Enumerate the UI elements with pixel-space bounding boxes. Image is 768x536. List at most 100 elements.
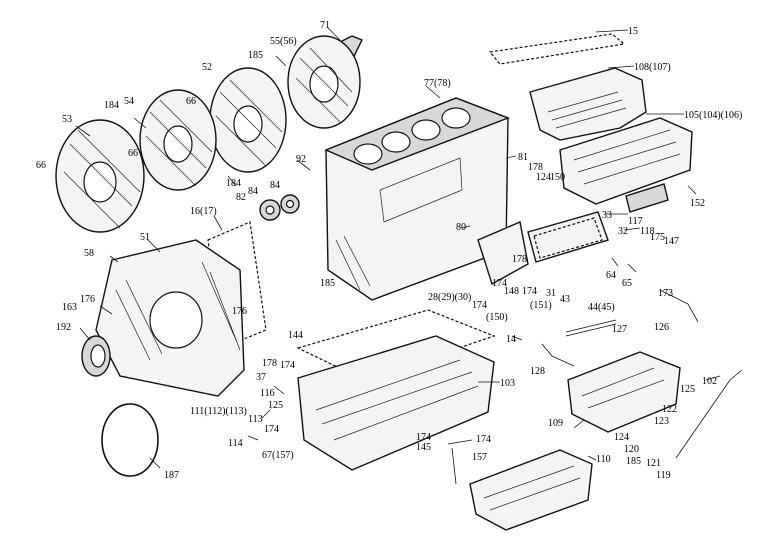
callout-128: 128 bbox=[530, 366, 545, 377]
callout-54: 54 bbox=[124, 96, 134, 107]
callout-184: 184 bbox=[104, 100, 119, 111]
part-cover-55 bbox=[287, 35, 361, 129]
callout-92: 92 bbox=[296, 154, 306, 165]
callout-labels: 71 15 55(56) 185 108(107) 52 77(78) 54 1… bbox=[36, 20, 742, 481]
callout-192: 192 bbox=[56, 322, 71, 333]
callout-113: 113 bbox=[248, 414, 263, 425]
callout-187: 187 bbox=[164, 470, 179, 481]
callout-66: 66 bbox=[36, 160, 46, 171]
callout-103: 103 bbox=[500, 378, 515, 389]
part-gears-84 bbox=[259, 194, 300, 221]
callout-102: 102 bbox=[702, 376, 717, 387]
callout-119: 119 bbox=[656, 470, 671, 481]
callout-175: 175 bbox=[650, 232, 665, 243]
callout-108: 108(107) bbox=[634, 62, 671, 73]
part-oil-sump-109 bbox=[567, 351, 681, 433]
part-gasket-16 bbox=[207, 221, 267, 349]
callout-125: 125 bbox=[680, 384, 695, 395]
callout-125: 125 bbox=[268, 400, 283, 411]
callout-80: 80 bbox=[456, 222, 466, 233]
callout-178: 178 bbox=[262, 358, 277, 369]
callout-71: 71 bbox=[320, 20, 330, 31]
part-cover-plate-33 bbox=[527, 211, 609, 263]
part-gear-housing-54 bbox=[139, 89, 217, 191]
callout-176: 176 bbox=[232, 306, 247, 317]
callout-82: 82 bbox=[236, 192, 246, 203]
callout-55: 55(56) bbox=[270, 36, 297, 47]
callout-174: 174 bbox=[472, 300, 487, 311]
callout-111: 111(112)(113) bbox=[190, 406, 247, 417]
callout-118: 118 bbox=[640, 226, 655, 237]
callout-109: 109 bbox=[548, 418, 563, 429]
part-oring-187 bbox=[101, 403, 159, 477]
part-dipstick-102 bbox=[675, 369, 743, 459]
part-tube-127 bbox=[565, 319, 617, 337]
callout-174: 174 bbox=[280, 360, 295, 371]
callout-81: 81 bbox=[518, 152, 528, 163]
part-front-plate-53 bbox=[55, 119, 145, 233]
callout-148: 148 bbox=[504, 286, 519, 297]
callout-28: 28(29)(30) bbox=[428, 292, 471, 303]
callout-15: 15 bbox=[628, 26, 638, 37]
callout-174: 174 bbox=[476, 434, 491, 445]
callout-163: 163 bbox=[62, 302, 77, 313]
callout-173: 173 bbox=[658, 288, 673, 299]
callout-123: 123 bbox=[654, 416, 669, 427]
callout-52: 52 bbox=[202, 62, 212, 73]
callout-37: 37 bbox=[256, 372, 266, 383]
part-valve-cover-105 bbox=[559, 117, 693, 205]
callout-185: 185 bbox=[626, 456, 641, 467]
part-bolt-157 bbox=[451, 447, 457, 485]
callout-33: 33 bbox=[602, 210, 612, 221]
callout-145: 145 bbox=[416, 442, 431, 453]
part-housing-28 bbox=[477, 221, 529, 286]
callout-121: 121 bbox=[646, 458, 661, 469]
callout-122: 122 bbox=[662, 404, 677, 415]
callout-53: 53 bbox=[62, 114, 72, 125]
callout-174: 174 bbox=[264, 424, 279, 435]
callout-144: 144 bbox=[288, 330, 303, 341]
callout-150: (150) bbox=[486, 312, 508, 323]
callout-147: 147 bbox=[664, 236, 679, 247]
callout-150: 150 bbox=[550, 172, 565, 183]
callout-152: 152 bbox=[690, 198, 705, 209]
callout-117: 117 bbox=[628, 216, 643, 227]
callout-66: 66 bbox=[128, 148, 138, 159]
callout-185: 185 bbox=[248, 50, 263, 61]
callout-120: 120 bbox=[624, 444, 639, 455]
callout-66: 66 bbox=[186, 96, 196, 107]
callout-174: 174 bbox=[522, 286, 537, 297]
part-gasket-15 bbox=[488, 33, 626, 65]
callout-185: 185 bbox=[320, 278, 335, 289]
part-flywheel-housing-51 bbox=[95, 239, 245, 397]
part-engine-block-77 bbox=[324, 97, 510, 301]
callout-110: 110 bbox=[596, 454, 611, 465]
callout-43: 43 bbox=[560, 294, 570, 305]
leader-lines bbox=[75, 27, 721, 469]
callout-84: 84 bbox=[270, 180, 280, 191]
callout-174: 174 bbox=[416, 432, 431, 443]
part-timing-cover-52 bbox=[209, 67, 287, 173]
callout-114: 114 bbox=[228, 438, 243, 449]
callout-67: 67(157) bbox=[262, 450, 294, 461]
callout-157: 157 bbox=[472, 452, 487, 463]
callout-51: 51 bbox=[140, 232, 150, 243]
callout-126: 126 bbox=[654, 322, 669, 333]
callout-84: 84 bbox=[248, 186, 258, 197]
callout-124: 124 bbox=[536, 172, 551, 183]
callout-105: 105(104)(106) bbox=[684, 110, 742, 121]
callout-16: 16(17) bbox=[190, 206, 217, 217]
callout-32: 32 bbox=[618, 226, 628, 237]
callout-176: 176 bbox=[80, 294, 95, 305]
part-gasket-14 bbox=[296, 309, 496, 381]
callout-64: 64 bbox=[606, 270, 616, 281]
callout-31: 31 bbox=[546, 288, 556, 299]
part-oil-pan-108 bbox=[529, 67, 647, 141]
callout-174: 174 bbox=[492, 278, 507, 289]
callout-44: 44(45) bbox=[588, 302, 615, 313]
callout-65: 65 bbox=[622, 278, 632, 289]
callout-151: (151) bbox=[530, 300, 552, 311]
callout-124: 124 bbox=[614, 432, 629, 443]
callout-178: 178 bbox=[512, 254, 527, 265]
callout-184: 184 bbox=[226, 178, 241, 189]
